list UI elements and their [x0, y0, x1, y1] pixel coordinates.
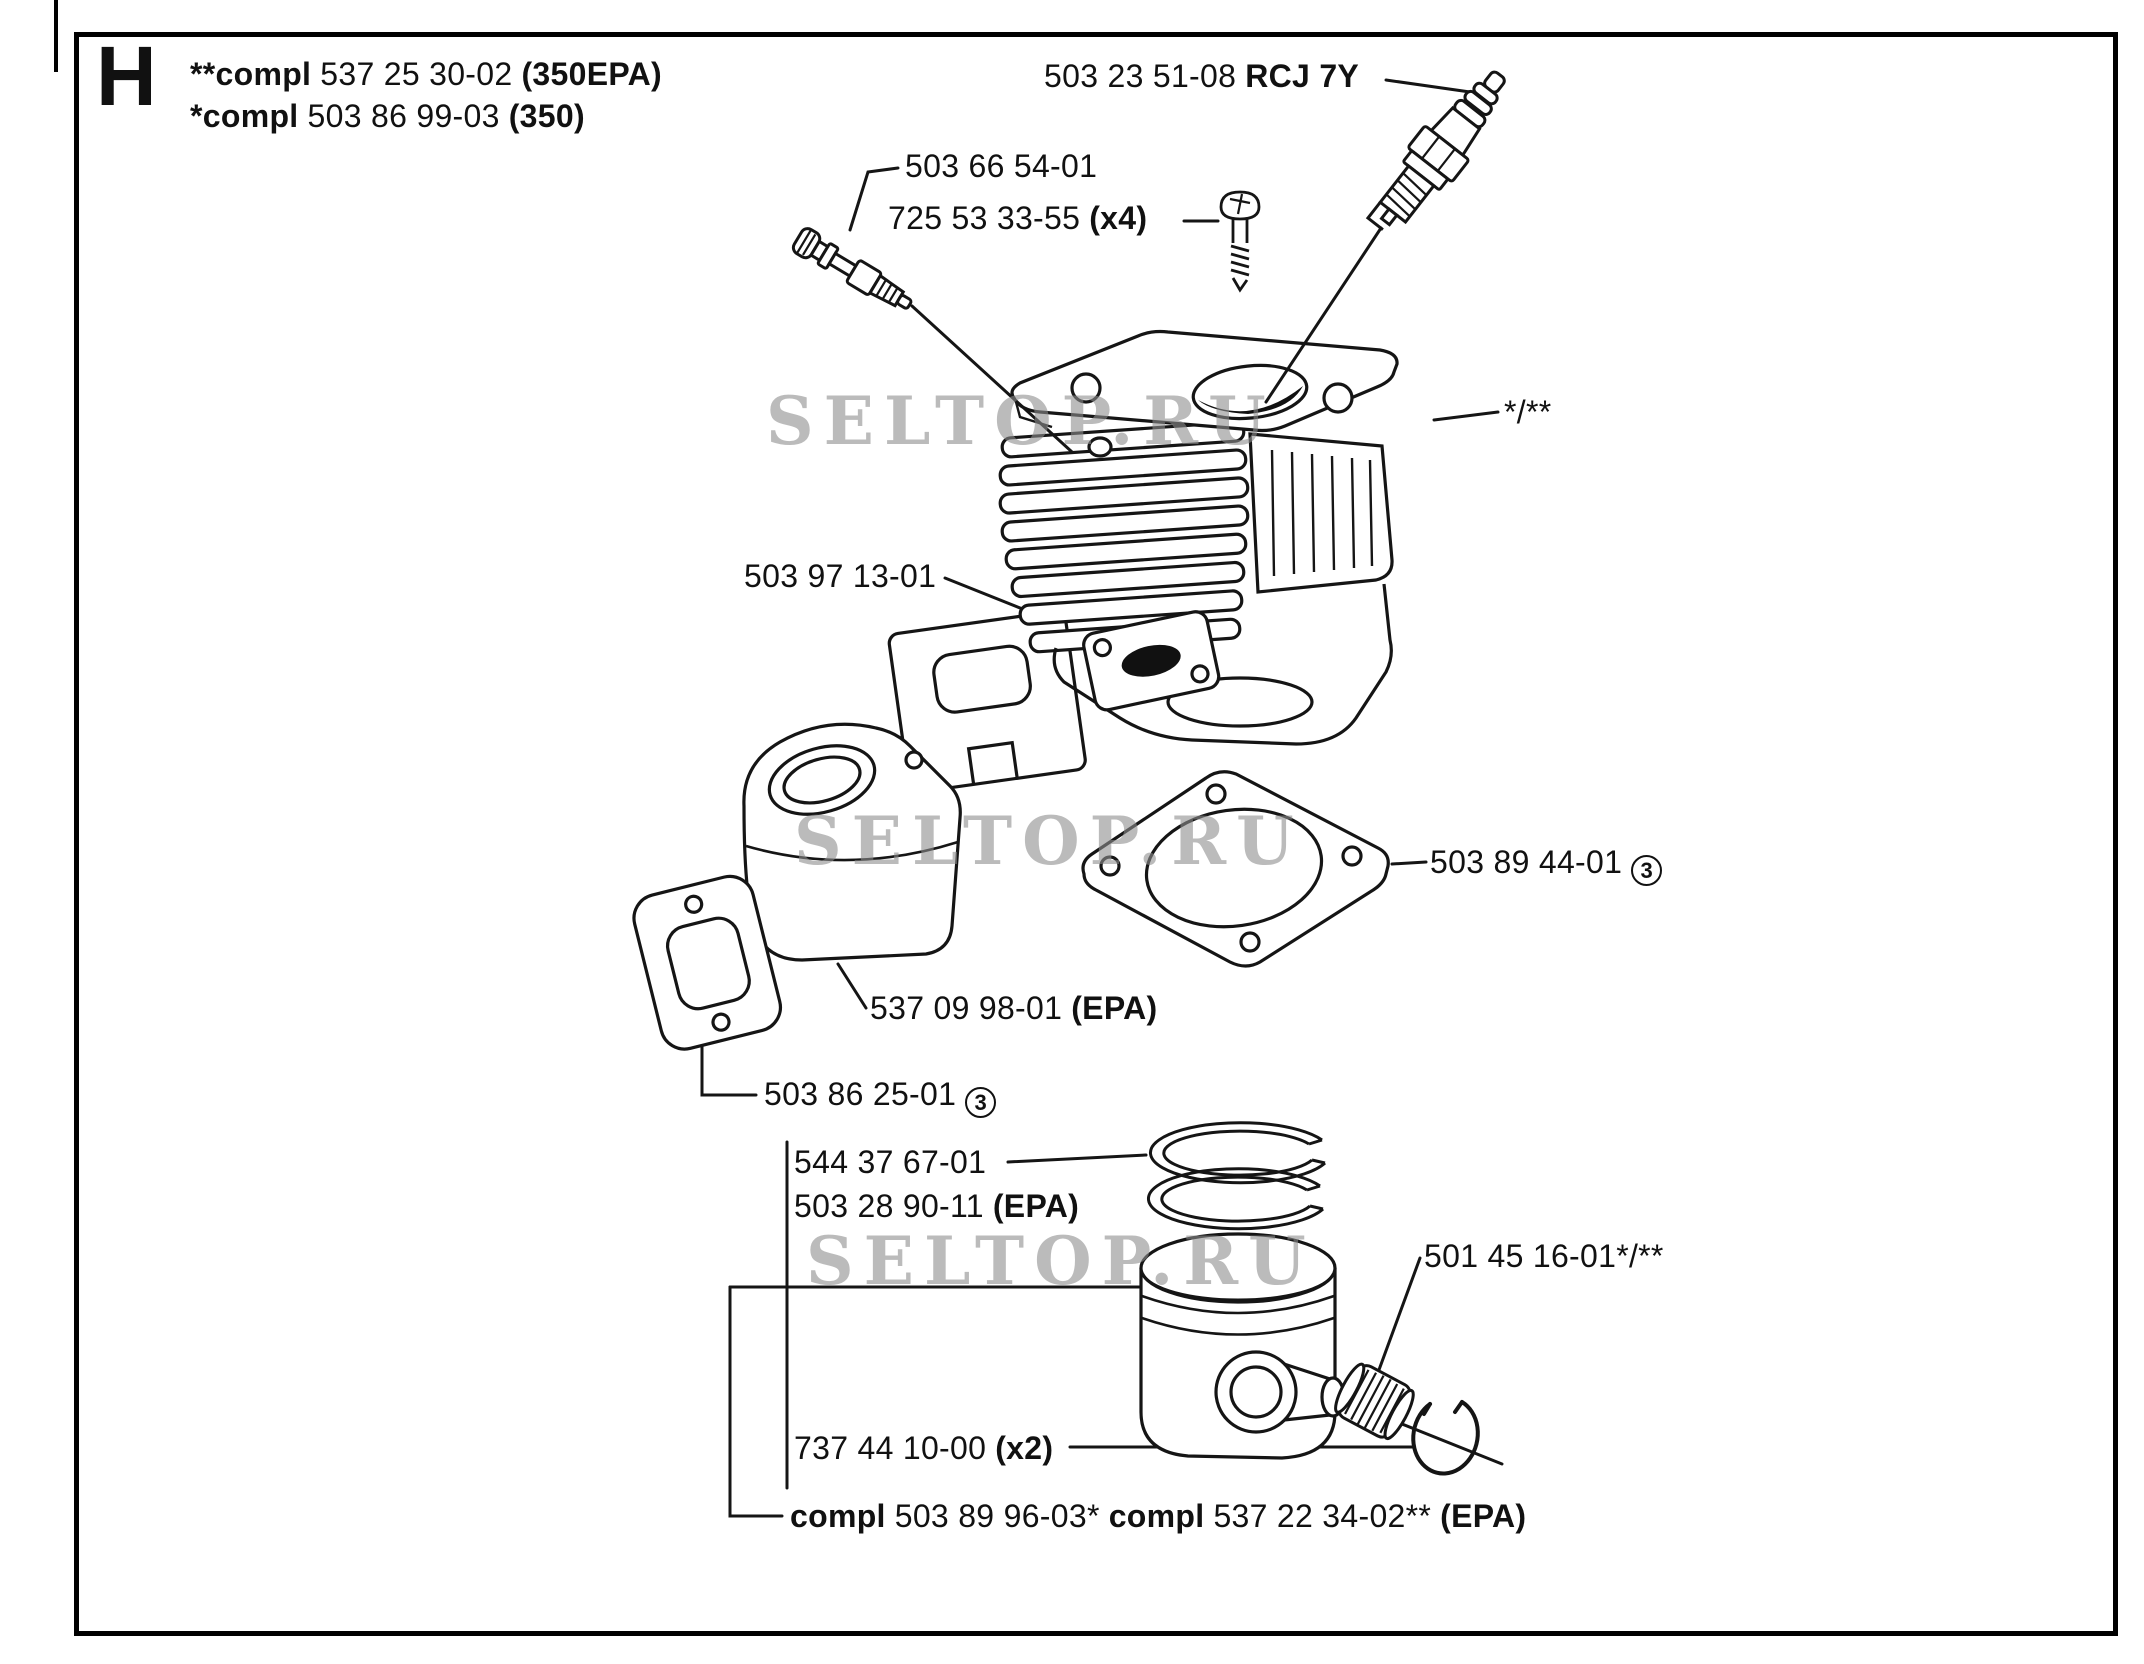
label-base-gasket: 503 89 44-01 3 [1430, 844, 1663, 886]
base-gasket-drawing [1081, 770, 1390, 968]
label-gasket-plate: 503 97 13-01 [744, 558, 936, 595]
screw-drawing [1219, 190, 1261, 293]
compl-prefix: *compl [190, 98, 299, 134]
bearing-drawing [1334, 1362, 1415, 1441]
watermark: SELTOP.RU [806, 1222, 1316, 1300]
cylinder-drawing [998, 329, 1399, 746]
qty-badge: 3 [1631, 855, 1663, 886]
part-number: 501 45 16-01*/** [1424, 1238, 1664, 1274]
exhaust-gasket-drawing [632, 874, 783, 1051]
part-number: 725 53 33-55 [888, 200, 1081, 236]
diagram-border [74, 32, 2118, 1636]
part-number: 503 23 51-08 [1044, 58, 1237, 94]
spark-plug-hole [1198, 386, 1303, 414]
piston-drawing [1139, 1232, 1346, 1460]
compl-prefix: compl [1108, 1498, 1205, 1534]
part-number: 737 44 10-00 [794, 1430, 987, 1466]
label-muffler: 537 09 98-01(EPA) [870, 990, 1157, 1027]
part-qualifier: (x2) [995, 1430, 1054, 1466]
compl-prefix: **compl [190, 56, 312, 92]
model-qualifier: (350EPA) [521, 56, 662, 92]
part-number: 503 66 54-01 [905, 148, 1098, 184]
label-piston-ring: 544 37 67-01 [794, 1144, 986, 1181]
part-number: 503 28 90-11 [794, 1188, 984, 1224]
part-number: 537 22 34-02** [1213, 1498, 1432, 1534]
muffler-drawing [742, 722, 962, 962]
leader-lines [700, 78, 1500, 1518]
decompression-valve-drawing [791, 227, 913, 310]
spark-plug-drawing [1365, 70, 1506, 231]
part-number: 537 25 30-02 [320, 56, 513, 92]
part-number: 503 89 96-03* [894, 1498, 1100, 1534]
part-number: 503 86 99-03 [307, 98, 500, 134]
label-exhaust-gasket: 503 86 25-01 3 [764, 1076, 997, 1118]
part-number: 544 37 67-01 [794, 1144, 987, 1180]
part-qualifier: (EPA) [1440, 1498, 1527, 1534]
part-number: 503 97 13-01 [744, 558, 937, 594]
part-number: 503 86 25-01 [764, 1076, 957, 1112]
part-qualifier: (EPA) [1071, 990, 1158, 1026]
label-bearing: 501 45 16-01*/** [1424, 1238, 1664, 1275]
part-qualifier: (EPA) [992, 1188, 1080, 1224]
label-circlip: 737 44 10-00(x2) [794, 1430, 1053, 1467]
part-qualifier: RCJ 7Y [1245, 58, 1360, 94]
exhaust-port [1121, 644, 1181, 677]
wrist-pin [1283, 1362, 1331, 1422]
gasket-plate-drawing [887, 609, 1087, 794]
part-number: 503 89 44-01 [1430, 844, 1623, 880]
part-qualifier: (x4) [1089, 200, 1148, 236]
label-screw: 725 53 33-55(x4) [888, 200, 1147, 237]
watermark: SELTOP.RU [794, 802, 1304, 880]
watermark: SELTOP.RU [766, 382, 1276, 460]
model-qualifier: (350) [508, 98, 585, 134]
qty-badge: 3 [965, 1087, 997, 1118]
section-letter: H [96, 29, 157, 123]
compl-prefix: compl [790, 1498, 886, 1534]
label-decompression-valve: 503 66 54-01 [905, 148, 1097, 185]
part-number: 537 09 98-01 [870, 990, 1063, 1026]
piston-rings-drawing [1146, 1121, 1327, 1231]
ref-marker: */** [1504, 394, 1552, 430]
page-edge-mark [54, 0, 58, 72]
label-piston-ring-epa: 503 28 90-11(EPA) [794, 1188, 1079, 1225]
label-cylinder-ref: */** [1504, 394, 1551, 431]
circlip-drawing [1411, 1400, 1480, 1476]
